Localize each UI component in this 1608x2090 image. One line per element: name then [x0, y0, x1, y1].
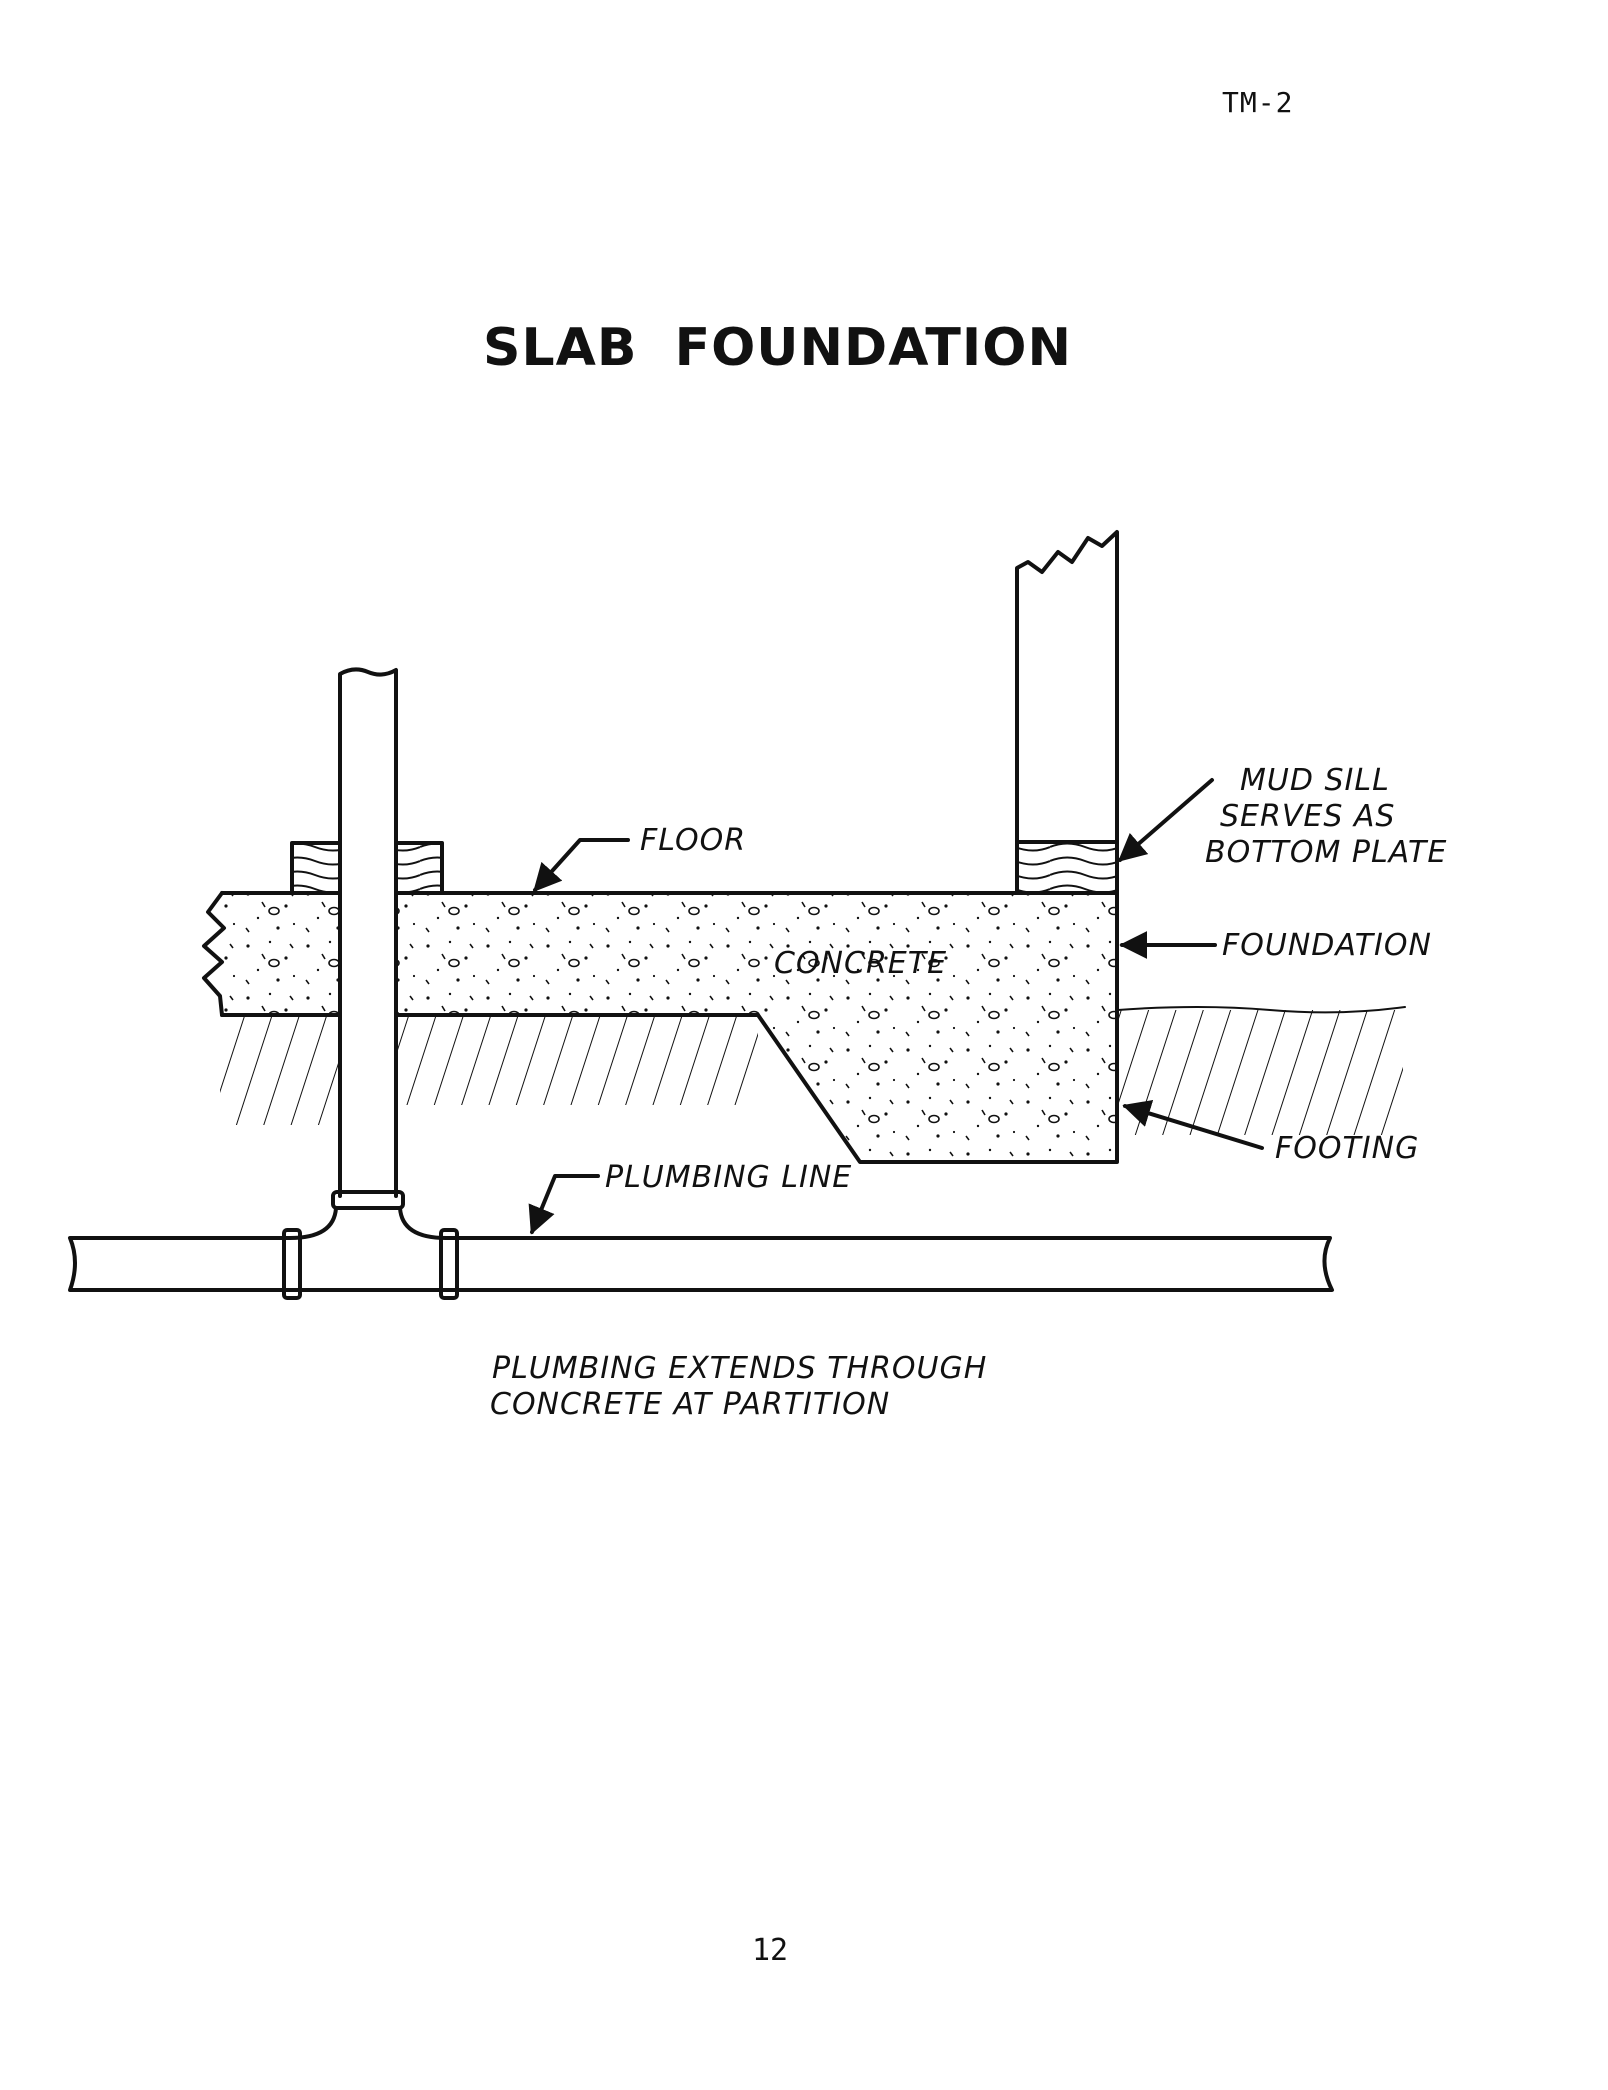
wall-stud [1015, 530, 1119, 844]
plumbing-line-label: PLUMBING LINE [605, 1160, 852, 1195]
foundation-label: FOUNDATION [1222, 928, 1432, 963]
mud-sill-label-line3: BOTTOM PLATE [1205, 835, 1447, 870]
concrete-label: CONCRETE [774, 946, 947, 981]
page-number: 12 [751, 1933, 789, 1968]
horizontal-pipe [68, 1206, 1334, 1300]
footing-label: FOOTING [1275, 1131, 1419, 1166]
mud-sill-label-line2: SERVES AS [1220, 799, 1395, 834]
page-code: TM-2 [1222, 86, 1294, 119]
concrete-slab [202, 891, 1119, 1164]
page-title: SLAB FOUNDATION [483, 318, 1072, 378]
floor-label: FLOOR [640, 823, 746, 858]
vertical-pipe [331, 667, 405, 1210]
caption-line1: PLUMBING EXTENDS THROUGH [492, 1351, 987, 1386]
soil-hatching [220, 1006, 1406, 1135]
mud-sill-label-line1: MUD SILL [1240, 763, 1390, 798]
leader-lines [528, 778, 1264, 1235]
mud-sill [1015, 840, 1119, 895]
caption-line2: CONCRETE AT PARTITION [490, 1387, 890, 1422]
